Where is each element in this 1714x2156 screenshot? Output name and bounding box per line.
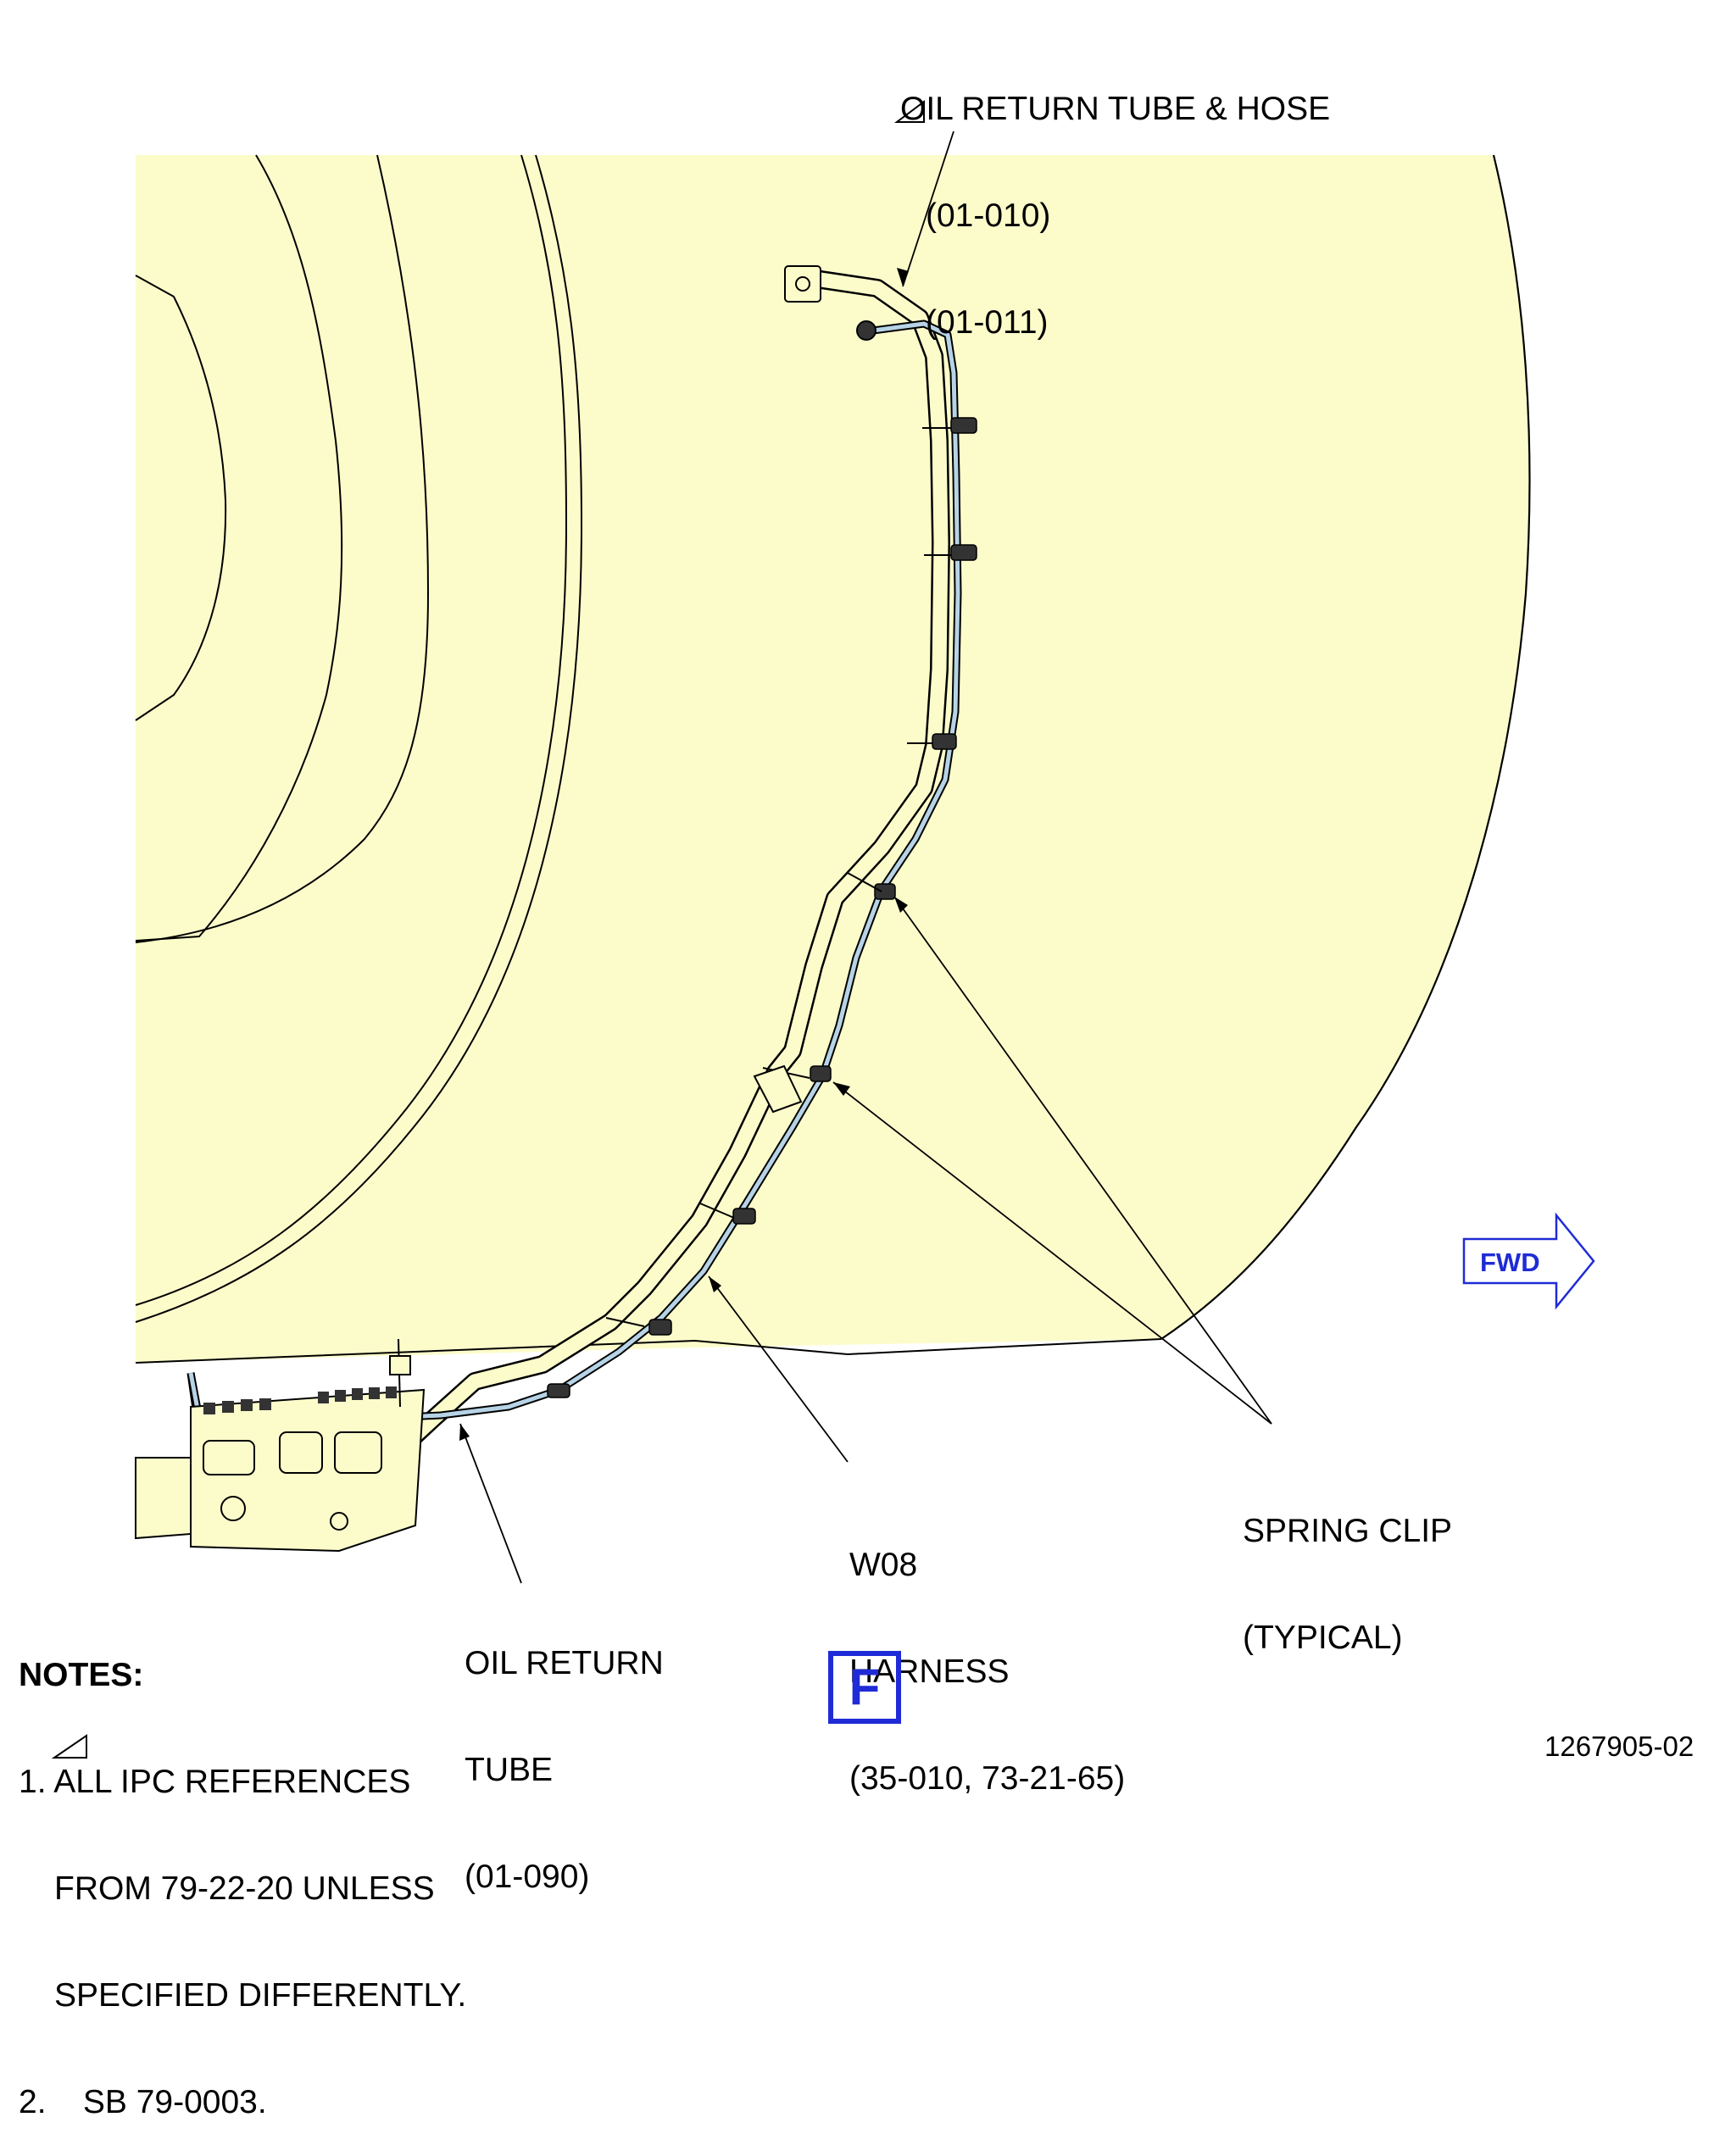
tube-flange-fitting: [784, 265, 876, 341]
label-line: SPRING CLIP: [1243, 1513, 1453, 1549]
mid-tube-flange: [753, 1064, 803, 1114]
figure-id: 1267905-02: [1544, 1731, 1695, 1762]
label-line: (35-010, 73-21-65): [849, 1760, 1126, 1797]
lower-bracket-assembly: [135, 1338, 426, 1553]
spring-clips: [547, 417, 977, 1398]
engine-installation-drawing: FWD: [51, 100, 1595, 1759]
label-line: OIL RETURN TUBE & HOSE: [900, 91, 1331, 127]
inner-rings: [135, 154, 583, 1323]
label-line: (01-011): [926, 304, 1049, 341]
label-line: TUBE: [465, 1752, 554, 1788]
spring-clip: [950, 417, 977, 434]
label-line: (01-010): [926, 197, 1051, 234]
spring-clip: [810, 1065, 832, 1082]
spring-clip-label: SPRING CLIP (TYPICAL): [1243, 1442, 1452, 1692]
notes-title: NOTES:: [19, 1657, 144, 1693]
note-item-1-cont: FROM 79-22-20 UNLESS: [54, 1870, 435, 1907]
label-line: (01-090): [465, 1859, 590, 1895]
leader-lines: [459, 131, 1272, 1584]
oil-return-tube-label: OIL RETURN TUBE (01-090): [465, 1575, 664, 1931]
leader-arrowheads: [459, 268, 909, 1441]
label-line: HARNESS: [849, 1653, 1010, 1690]
label-line: W08: [849, 1547, 918, 1583]
spring-clip: [732, 1208, 756, 1225]
label-line: (TYPICAL): [1243, 1620, 1403, 1656]
spring-clip: [547, 1383, 570, 1398]
fwd-arrow: FWD: [1462, 1212, 1595, 1310]
engine-bottom-edge: [135, 1338, 1162, 1364]
fwd-text: FWD: [1480, 1247, 1540, 1277]
notes-block: NOTES: 1. ALL IPC REFERENCES FROM 79-22-…: [19, 1586, 466, 2156]
bracket-connectors: [203, 1386, 397, 1414]
spring-clip: [648, 1319, 672, 1336]
note-item-2: 2. SB 79-0003.: [19, 2084, 267, 2120]
oil-return-tube-hose-label: OIL RETURN TUBE & HOSE (01-010) (01-011): [900, 20, 1330, 376]
note-item-1-cont: SPECIFIED DIFFERENTLY.: [54, 1977, 467, 2014]
engine-outer-contour: [1160, 154, 1531, 1340]
note-item-1: 1. ALL IPC REFERENCES: [19, 1764, 411, 1800]
spring-clip: [874, 883, 896, 900]
oil-return-tube-01-010: [215, 269, 950, 1509]
spring-clip: [932, 733, 957, 750]
label-line: OIL RETURN: [465, 1645, 664, 1681]
spring-clip: [950, 544, 977, 561]
sb-note-triangle: [51, 100, 925, 1759]
engine-casing: [136, 155, 1530, 1363]
view-letter-box: F: [828, 1651, 901, 1724]
